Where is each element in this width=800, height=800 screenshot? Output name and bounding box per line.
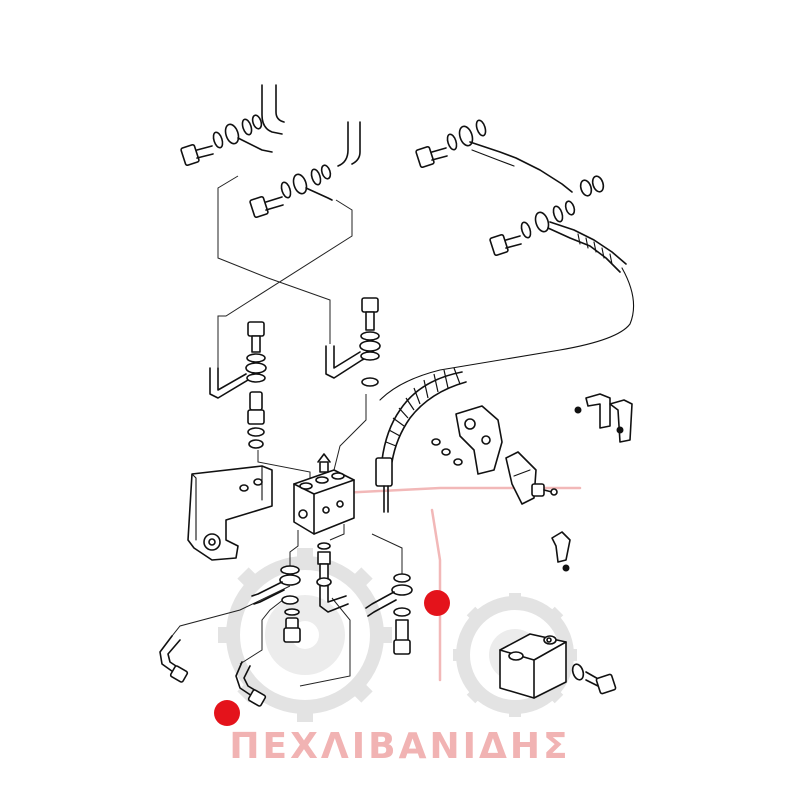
central-spring-hose <box>375 367 467 513</box>
top-right-hose-group <box>379 119 635 401</box>
bolt-2 <box>249 164 333 219</box>
bolt-4 <box>489 200 576 257</box>
red-marker-right <box>424 590 450 616</box>
watermark-gear-left <box>218 548 392 722</box>
cable-long <box>379 267 635 401</box>
bottom-left-pipes <box>159 635 267 707</box>
grease-nipple <box>317 453 331 473</box>
lower-fittings <box>251 542 413 655</box>
hose-upper <box>469 141 573 193</box>
clamp-and-screw <box>505 451 558 505</box>
right-flange-bracket <box>431 405 503 475</box>
stack2-bolt <box>361 297 379 313</box>
pipe-upper-left <box>261 84 285 135</box>
block-washer <box>571 663 585 681</box>
angle-pipe-2 <box>325 345 371 379</box>
washer-hose-a <box>579 179 593 197</box>
stack1-bolt <box>247 321 265 337</box>
leader-lines <box>171 175 403 687</box>
distribution-block <box>293 453 355 535</box>
small-clip <box>551 531 571 572</box>
left-pipe-stack-1 <box>209 321 267 449</box>
bolt-3 <box>415 119 487 169</box>
watermark-graphic <box>218 486 582 722</box>
left-pipe-stack-2 <box>325 297 381 387</box>
top-left-fitting-group <box>180 84 361 219</box>
hose-end-fitting <box>375 457 393 487</box>
watermark-text: ΠΕΧΛΙΒΑΝΙΔΗΣ <box>229 726 571 767</box>
left-mounting-bracket <box>187 465 273 561</box>
pipe-upper-mid <box>337 121 361 167</box>
bolt-1 <box>180 114 273 167</box>
hose-fitting-right <box>547 221 627 273</box>
watermark-cab-line <box>430 508 442 682</box>
block-bolt-head <box>595 673 617 695</box>
right-u-bracket <box>574 393 633 443</box>
red-marker-bottom-left <box>214 700 240 726</box>
bottom-right-block <box>499 633 617 699</box>
washer-hose-b <box>591 175 605 193</box>
